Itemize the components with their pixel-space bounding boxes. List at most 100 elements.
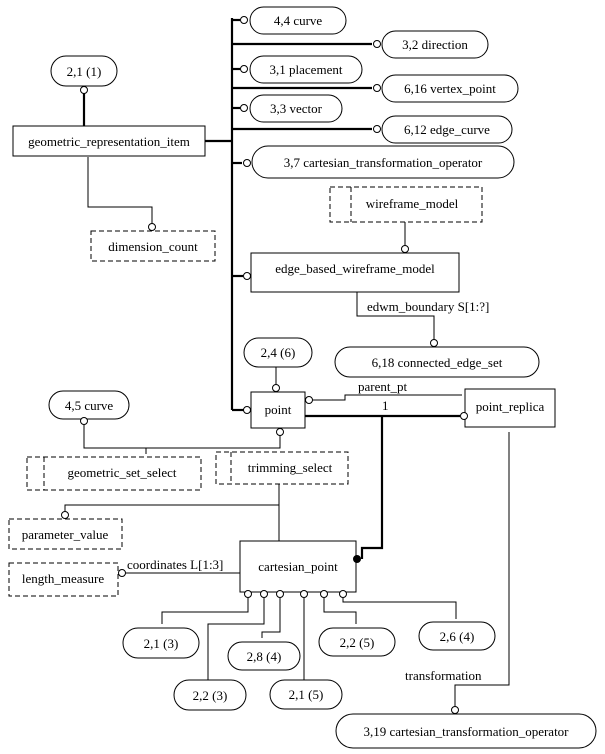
pageref-21-5 — [269, 679, 343, 710]
circle-618-ces — [430, 339, 438, 347]
type-length-measure-label: length_measure — [22, 571, 105, 586]
circle-point-left — [243, 406, 251, 414]
circle-cp-5 — [320, 590, 328, 598]
pageref-32-direction-label: 3,2 direction — [402, 37, 468, 52]
pageref-32-direction — [381, 30, 489, 59]
pageref-24-6 — [243, 337, 313, 368]
link-edwm-boundary — [356, 292, 435, 342]
circle-319-cto — [451, 706, 459, 714]
pageref-22-5 — [318, 627, 396, 657]
link-26-4 — [342, 598, 457, 619]
circle-cp-6 — [339, 590, 347, 598]
circle-cp-4 — [300, 590, 308, 598]
circle-cp-3 — [276, 590, 284, 598]
circle-length-measure — [118, 569, 126, 577]
type-wireframe-model-label: wireframe_model — [366, 196, 459, 211]
type-wireframe-model[interactable] — [329, 186, 483, 223]
pageref-22-3 — [173, 679, 247, 711]
type-parameter-value[interactable] — [8, 518, 123, 550]
circle-612-edge — [373, 125, 381, 133]
type-dimension-count[interactable] — [90, 230, 216, 262]
pageref-44-curve — [249, 6, 347, 35]
pageref-612-edge-curve-label: 6,12 edge_curve — [404, 122, 490, 137]
circle-ebwm-top — [401, 245, 409, 253]
pageref-616-vertex-point — [381, 74, 519, 103]
pageref-22-3-label: 2,2 (3) — [193, 688, 228, 703]
type-trimming-select-label: trimming_select — [248, 460, 333, 475]
circle-44-curve — [240, 16, 248, 24]
circle-37-cto — [243, 159, 251, 167]
pageref-24-6-label: 2,4 (6) — [261, 345, 296, 360]
pageref-319-cto — [335, 713, 597, 749]
attr-edwm-boundary: edwm_boundary S[1:?] — [367, 299, 489, 314]
pageref-26-4-label: 2,6 (4) — [440, 629, 475, 644]
type-length-measure[interactable] — [8, 562, 119, 597]
circle-33-vector — [240, 104, 248, 112]
link-dim — [87, 157, 153, 226]
circle-32-direction — [373, 40, 381, 48]
pageref-21-5-label: 2,1 (5) — [289, 687, 324, 702]
entity-point[interactable] — [250, 391, 306, 429]
entity-geometric-representation-item[interactable] — [12, 125, 206, 157]
entity-point-replica[interactable] — [464, 388, 556, 428]
circle-point-right — [305, 396, 313, 404]
circle-ebwm-left — [243, 272, 251, 280]
entity-edge-based-wireframe-model[interactable] — [250, 252, 460, 293]
pageref-21-3 — [122, 627, 200, 659]
circle-cp-2 — [260, 590, 268, 598]
entity-point-label: point — [265, 402, 292, 417]
pageref-618-ces — [334, 346, 540, 378]
type-parameter-value-label: parameter_value — [22, 527, 109, 542]
circle-point-top — [272, 384, 280, 392]
circle-cp-1 — [244, 590, 252, 598]
pageref-319-cto-label: 3,19 cartesian_transformation_operator — [363, 724, 569, 739]
attr-coordinates: coordinates L[1:3] — [127, 557, 223, 572]
link-28-4 — [261, 598, 281, 638]
pageref-37-cto — [251, 145, 515, 179]
link-22-5 — [323, 598, 357, 624]
pageref-21-3-label: 2,1 (3) — [144, 636, 179, 651]
circle-31-placement — [240, 65, 248, 73]
pageref-33-vector — [249, 94, 343, 123]
circle-45-curve — [80, 417, 88, 425]
pageref-26-4 — [418, 621, 496, 651]
circle-parameter-value — [61, 511, 69, 519]
pageref-616-vertex-point-label: 6,16 vertex_point — [404, 81, 496, 96]
circle-point-bottom — [276, 428, 284, 436]
entity-cartesian-point[interactable] — [239, 540, 357, 593]
pageref-618-ces-label: 6,18 connected_edge_set — [372, 355, 503, 370]
pageref-612-edge-curve — [381, 115, 513, 144]
circle-cartesian-point-subtype — [353, 555, 361, 563]
pageref-44-curve-label: 4,4 curve — [274, 13, 323, 28]
pageref-21-1-label: 2,1 (1) — [67, 64, 102, 79]
type-geometric-set-select[interactable] — [26, 456, 202, 491]
link-parent-pt — [312, 394, 462, 401]
pageref-28-4 — [227, 641, 301, 671]
type-dimension-count-label: dimension_count — [108, 239, 198, 254]
entity-cartesian-point-label: cartesian_point — [258, 559, 338, 574]
link-21-3 — [161, 598, 249, 624]
attr-cardinality-1: 1 — [382, 398, 389, 413]
pageref-22-5-label: 2,2 (5) — [340, 635, 375, 650]
link-22-3 — [207, 598, 265, 680]
entity-point-replica-label: point_replica — [476, 399, 545, 414]
pageref-45-curve-label: 4,5 curve — [65, 398, 114, 413]
entity-ebwm-label: edge_based_wireframe_model — [275, 261, 435, 276]
attr-parent-pt: parent_pt — [358, 379, 407, 394]
link-45-curve — [83, 420, 281, 449]
type-trimming-select[interactable] — [215, 451, 349, 485]
circle-point-replica — [460, 412, 468, 420]
attr-transformation: transformation — [405, 668, 482, 683]
circle-21-1 — [80, 86, 88, 94]
pageref-45-curve — [48, 390, 130, 420]
type-geometric-set-select-label: geometric_set_select — [67, 465, 176, 480]
pageref-28-4-label: 2,8 (4) — [247, 649, 282, 664]
circle-dimension-count — [148, 223, 156, 231]
circle-616-vertex — [373, 84, 381, 92]
entity-geometric-representation-item-label: geometric_representation_item — [28, 134, 190, 149]
link-parameter-value — [64, 504, 279, 515]
link-cartesian-point — [360, 416, 384, 559]
link-transformation — [454, 432, 510, 710]
pageref-31-placement — [249, 55, 363, 84]
